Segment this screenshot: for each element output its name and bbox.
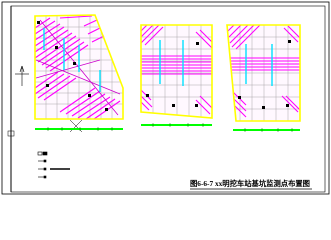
north-arrow-icon xyxy=(15,65,29,86)
legend xyxy=(37,151,70,179)
middle-pit-panel xyxy=(140,24,213,127)
drawing-title-block: 图6-6-7 xx明挖车站基坑监测点布置图 xyxy=(190,178,312,190)
left-pit-panel xyxy=(34,14,124,131)
drawing-title: 图6-6-7 xx明挖车站基坑监测点布置图 xyxy=(190,178,310,188)
right-pit-panel xyxy=(226,24,301,132)
legend-item xyxy=(38,175,47,179)
legend-item xyxy=(38,167,70,171)
square-box-icon xyxy=(37,151,43,156)
legend-item xyxy=(38,159,47,163)
outer-frame xyxy=(1,1,330,195)
legend-item xyxy=(37,151,48,156)
drawing-sheet: 图6-6-7 xx明挖车站基坑监测点布置图 xyxy=(1,1,330,195)
